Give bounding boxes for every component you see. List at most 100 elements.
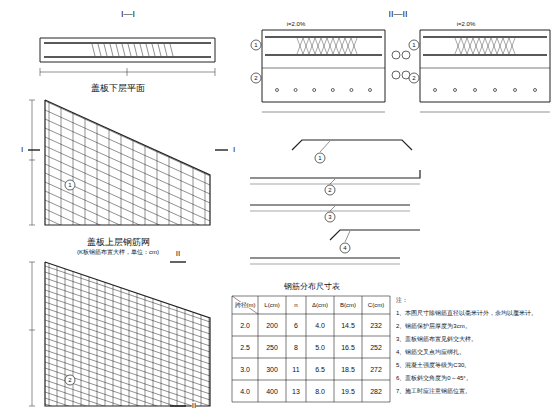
rebar-line <box>97 95 98 230</box>
drawing-line <box>140 44 143 56</box>
rebar-line <box>85 95 86 230</box>
rebar-line <box>209 257 210 411</box>
drawing-line <box>333 38 339 54</box>
drawing-line <box>309 38 315 54</box>
drawing-line <box>455 38 461 54</box>
drawing-line <box>29 100 35 101</box>
callout-circle <box>340 243 350 253</box>
drawing-line <box>29 330 35 331</box>
rebar-line <box>40 402 215 420</box>
table-header: C(cm) <box>368 302 384 308</box>
drawing-line <box>44 42 211 44</box>
rebar-line <box>40 144 215 224</box>
table-cell: 11 <box>292 366 299 373</box>
drawing-line <box>232 296 233 402</box>
rebar-line <box>145 257 146 411</box>
rebar-line <box>40 252 215 311</box>
rebar-line <box>185 257 186 411</box>
drawing-line <box>286 296 287 402</box>
rebar-line <box>205 95 206 230</box>
callout-circle <box>392 71 400 79</box>
drawing-line <box>170 44 173 56</box>
section-mark: II <box>176 250 180 258</box>
rebar-line <box>40 99 215 179</box>
drawing-line <box>45 100 210 225</box>
drawing-line <box>265 36 382 37</box>
callout-number: 3 <box>328 214 331 220</box>
drawing-line <box>134 44 137 56</box>
drawing-line <box>509 38 515 54</box>
table-cell: 250 <box>266 344 278 351</box>
drawing-line <box>104 44 107 56</box>
note-text: 6、盖板斜交角度为0～45°。 <box>396 375 472 381</box>
drawing-line <box>158 44 161 56</box>
table-header: Δ(cm) <box>312 302 328 308</box>
rebar-line <box>40 27 215 107</box>
table-cell: 3.0 <box>240 366 250 373</box>
drawing-line <box>423 54 547 55</box>
rebar-line <box>40 306 215 365</box>
drawing-line <box>170 261 186 262</box>
table-cell: 19.5 <box>341 388 355 395</box>
drawing-line <box>44 56 211 58</box>
drawing-line <box>28 149 40 150</box>
rebar-line <box>193 257 194 411</box>
rebar-line <box>40 210 215 269</box>
callout-circle <box>350 89 353 92</box>
rebar-line <box>40 270 215 329</box>
rebar-line <box>40 294 215 353</box>
rebar-line <box>40 18 215 98</box>
callout-number: 1 <box>68 182 71 188</box>
drawing-line <box>455 38 461 54</box>
drawing-line <box>128 44 131 56</box>
rebar-line <box>40 330 215 389</box>
rebar-line <box>40 372 215 420</box>
rebar-line <box>40 189 215 269</box>
callout-number: 1 <box>318 155 321 161</box>
drawing-line <box>258 296 259 402</box>
callout-circle <box>251 40 261 50</box>
drawing-line <box>98 44 101 56</box>
drawing-line <box>333 38 339 54</box>
callout-circle <box>331 89 334 92</box>
rebar-line <box>129 257 130 411</box>
rebar-line <box>40 258 215 317</box>
drawing-line <box>479 38 485 54</box>
drawing-line <box>351 38 357 54</box>
rebar-line <box>40 90 215 170</box>
callout-number: 4 <box>343 245 346 251</box>
rebar-line <box>177 257 178 411</box>
rebar-line <box>40 282 215 341</box>
drawing-line <box>334 296 335 402</box>
drawing-line <box>232 296 258 314</box>
drawing-line <box>327 38 333 54</box>
table-cell: 6.5 <box>315 366 325 373</box>
table-cell: 4.0 <box>240 388 250 395</box>
note-text: 5、混凝土强度等级为C30。 <box>396 362 470 368</box>
rebar-line <box>40 234 215 293</box>
drawing-line <box>497 38 503 54</box>
table-header: 跨径(m) <box>235 302 256 308</box>
drawing-line <box>250 257 400 258</box>
drawing-line <box>485 38 491 54</box>
callout-circle <box>65 375 75 385</box>
drawing-line <box>461 38 467 54</box>
rebar-line <box>40 360 215 419</box>
table-cell: 282 <box>370 388 382 395</box>
table-title: 钢筋分布尺寸表 <box>284 283 340 291</box>
rebar-line <box>161 257 162 411</box>
rebar-line <box>40 246 215 305</box>
drawing-line <box>92 44 95 56</box>
callout-circle <box>402 51 410 59</box>
rebar-line <box>40 207 215 287</box>
table-cell: 18.5 <box>341 366 355 373</box>
rebar-line <box>169 95 170 230</box>
drawing-line <box>339 38 345 54</box>
drawing-line <box>420 30 550 102</box>
callout-number: 2 <box>328 187 331 193</box>
rebar-line <box>40 300 215 359</box>
callout-circle <box>514 89 517 92</box>
drawing-line <box>497 38 503 54</box>
callout-circle <box>251 73 261 83</box>
